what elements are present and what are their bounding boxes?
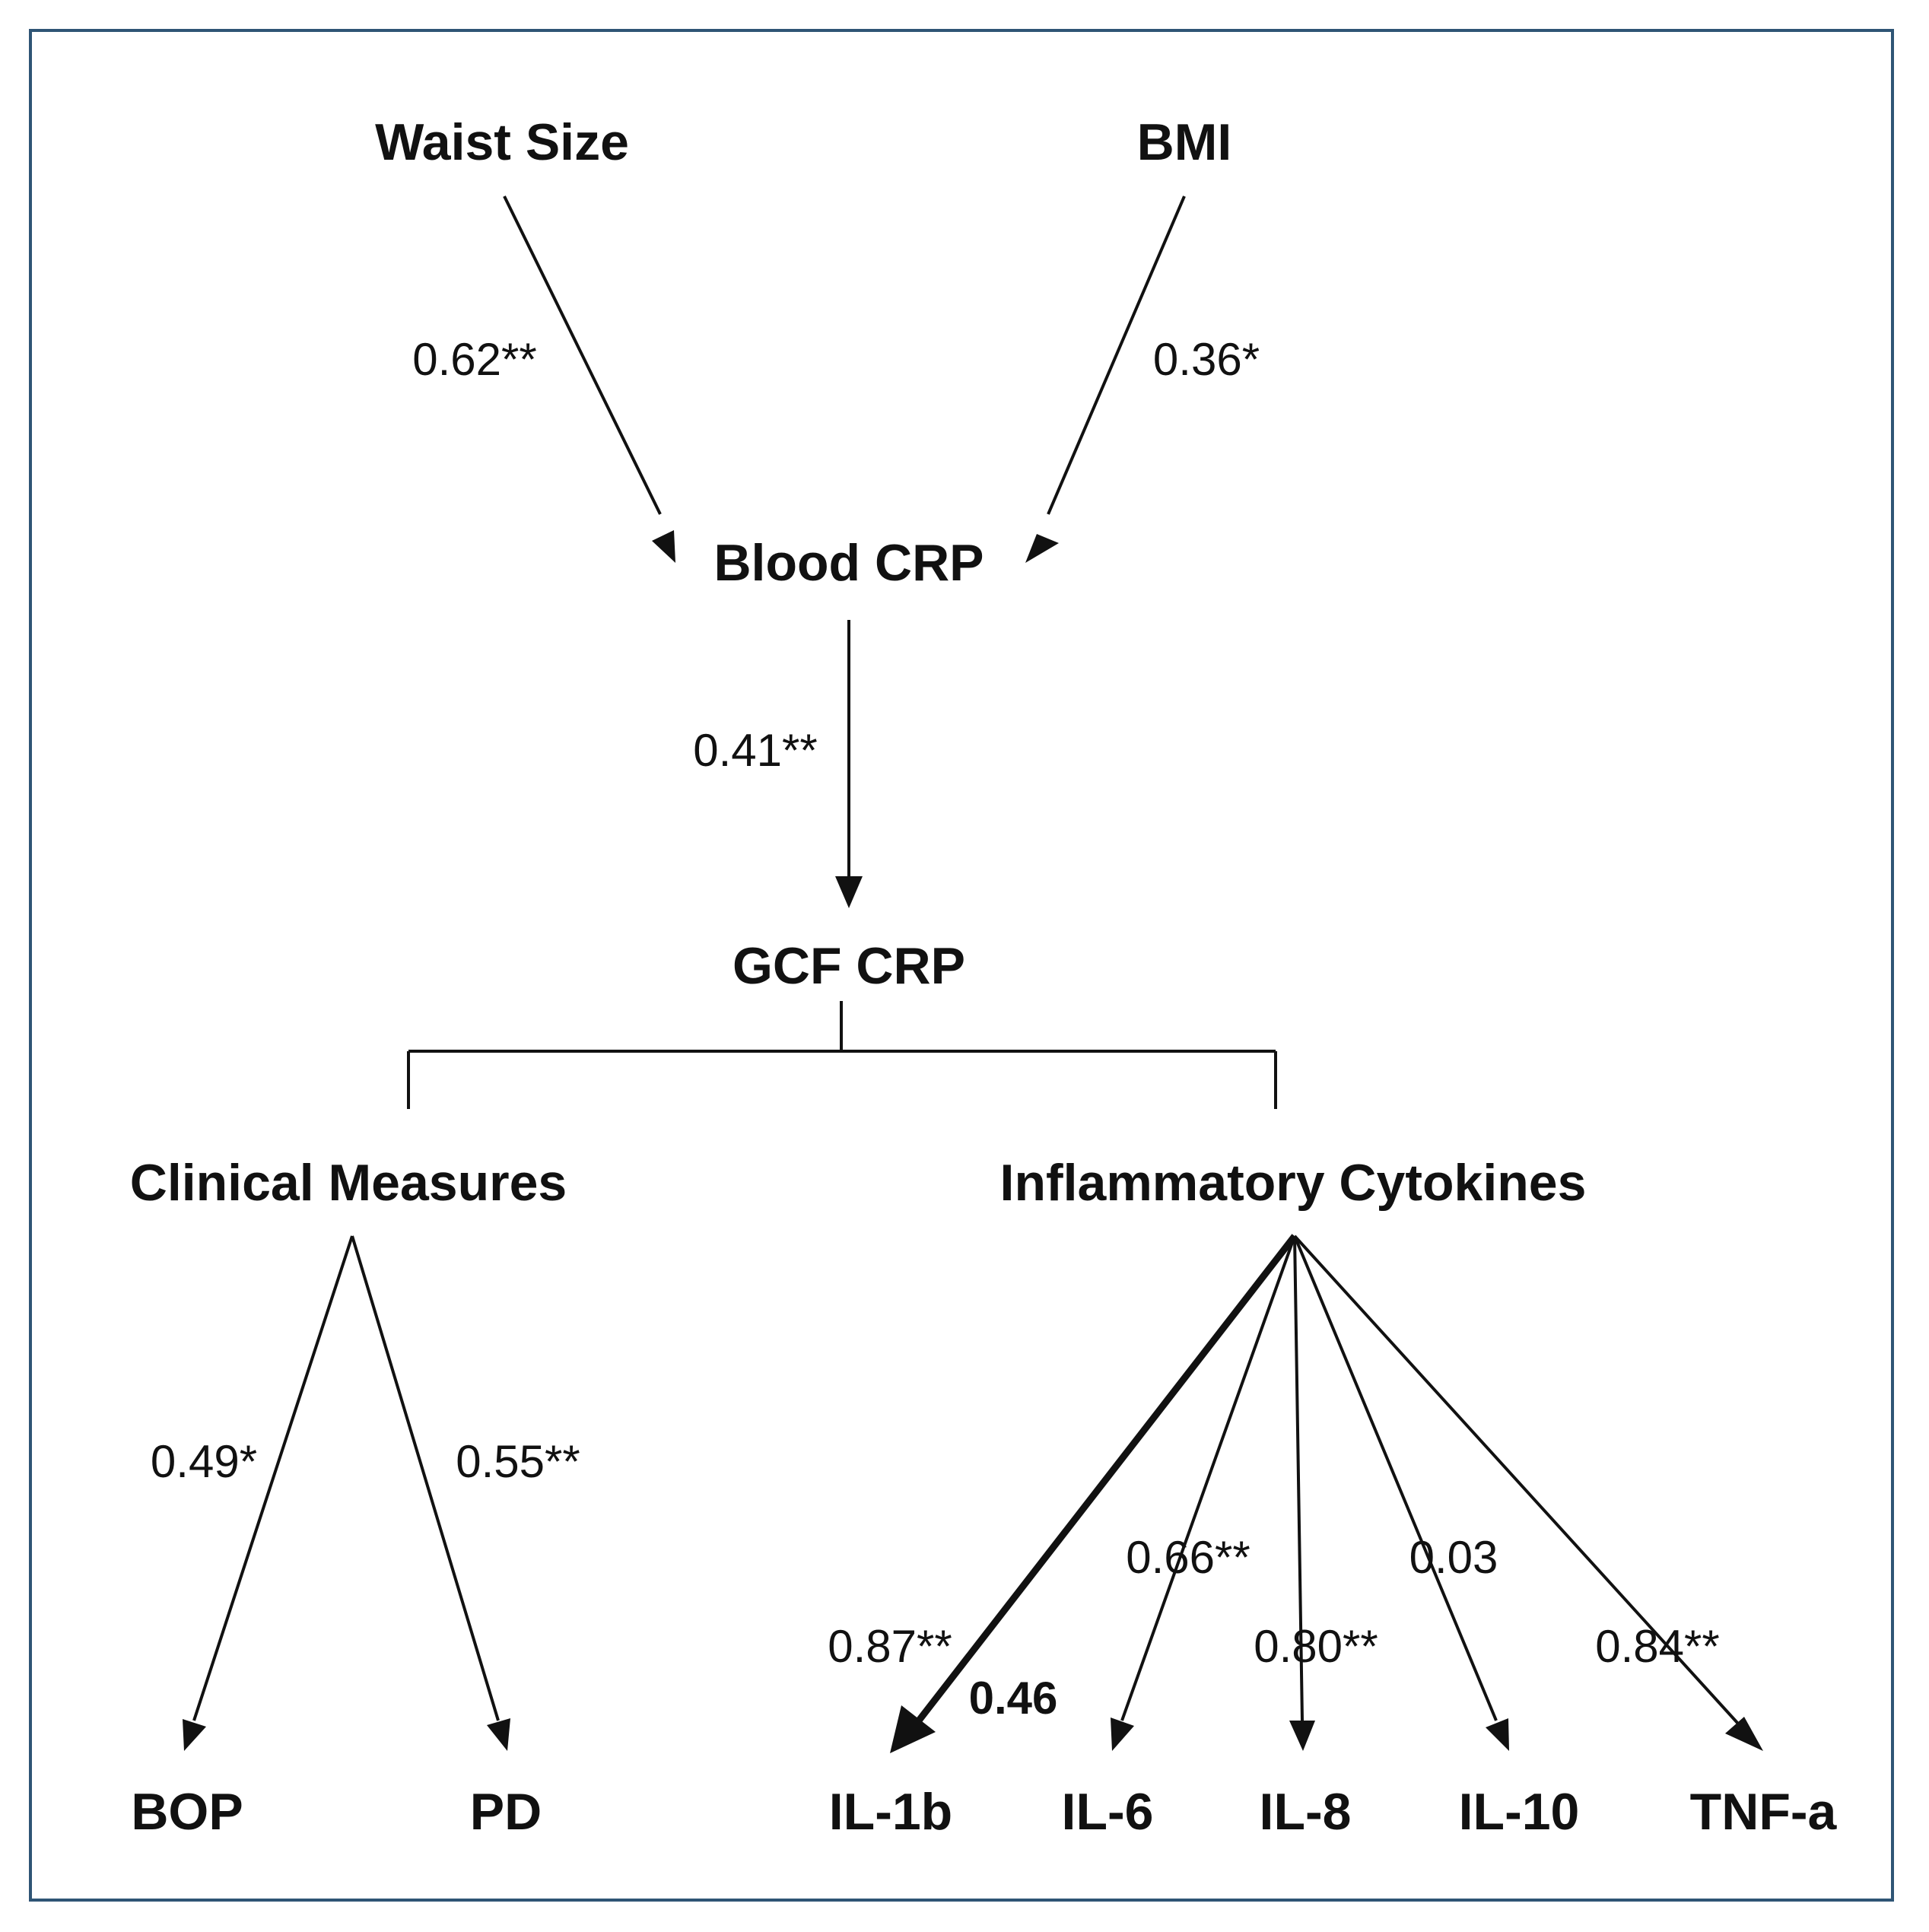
- arrowhead-blood-crp-to-gcf-crp: [835, 876, 863, 908]
- node-tnf-a: TNF-a: [1690, 1783, 1838, 1841]
- coefficient-labels: 0.62** 0.36* 0.41** 0.49* 0.55** 0.66** …: [151, 334, 1720, 1724]
- edge-cytokines-to-il-10: [1293, 1235, 1498, 1721]
- node-il-1b: IL-1b: [829, 1783, 952, 1841]
- edge-cytokines-to-tnf-a: [1293, 1235, 1740, 1725]
- arrowhead-cytokines-to-il-1b: [890, 1705, 936, 1753]
- edge-cytokines-to-il-8: [1293, 1235, 1304, 1721]
- coef-cytokines-to-il-8: 0.80**: [1254, 1621, 1378, 1672]
- arrowhead-cytokines-to-il-10: [1486, 1718, 1509, 1751]
- arrowhead-clinical-to-bop: [183, 1719, 206, 1751]
- node-gcf-crp: GCF CRP: [733, 937, 965, 995]
- arrowhead-cytokines-to-tnf-a: [1725, 1717, 1763, 1751]
- node-inflammatory-cytokines: Inflammatory Cytokines: [1000, 1154, 1587, 1212]
- node-il-8: IL-8: [1260, 1783, 1352, 1841]
- arrowhead-bmi-to-blood-crp: [1025, 534, 1059, 563]
- node-il-10: IL-10: [1459, 1783, 1580, 1841]
- coef-bmi-to-blood-crp: 0.36*: [1153, 334, 1260, 385]
- node-bmi: BMI: [1137, 113, 1232, 171]
- coef-clinical-to-bop: 0.49*: [151, 1436, 257, 1487]
- coef-cytokines-to-il-1b: 0.87**: [828, 1621, 952, 1672]
- coef-clinical-to-pd: 0.55**: [456, 1436, 580, 1487]
- edge-cytokines-to-il-6: [1120, 1235, 1296, 1721]
- coef-cytokines-to-il-1b-bold: 0.46: [969, 1673, 1058, 1724]
- edge-bmi-to-blood-crp: [1047, 195, 1186, 515]
- arrowhead-cytokines-to-il-6: [1111, 1718, 1134, 1751]
- edge-waist-to-blood-crp: [503, 195, 662, 515]
- arrowhead-cytokines-to-il-8: [1289, 1721, 1315, 1751]
- coef-cytokines-to-tnf-a: 0.84**: [1595, 1621, 1719, 1672]
- node-clinical-measures: Clinical Measures: [130, 1154, 567, 1212]
- figure-frame: [29, 29, 1894, 1902]
- coef-waist-to-blood-crp: 0.62**: [412, 334, 536, 385]
- arrowhead-waist-to-blood-crp: [652, 530, 675, 563]
- edge-cytokines-to-il-1b: [916, 1234, 1298, 1723]
- node-pd: PD: [470, 1783, 542, 1841]
- coef-cytokines-to-il-6: 0.66**: [1126, 1532, 1250, 1583]
- coef-blood-crp-to-gcf-crp: 0.41**: [693, 725, 817, 776]
- node-labels: Waist Size BMI Blood CRP GCF CRP Clinica…: [130, 113, 1838, 1841]
- arrowhead-clinical-to-pd: [487, 1718, 510, 1751]
- edge-clinical-to-pd: [351, 1235, 500, 1721]
- edge-clinical-to-bop: [192, 1235, 354, 1721]
- node-il-6: IL-6: [1062, 1783, 1154, 1841]
- edges: [183, 195, 1763, 1753]
- node-waist-size: Waist Size: [375, 113, 629, 171]
- coef-cytokines-to-il-10: 0.03: [1409, 1532, 1498, 1583]
- node-blood-crp: Blood CRP: [713, 534, 984, 592]
- node-bop: BOP: [131, 1783, 243, 1841]
